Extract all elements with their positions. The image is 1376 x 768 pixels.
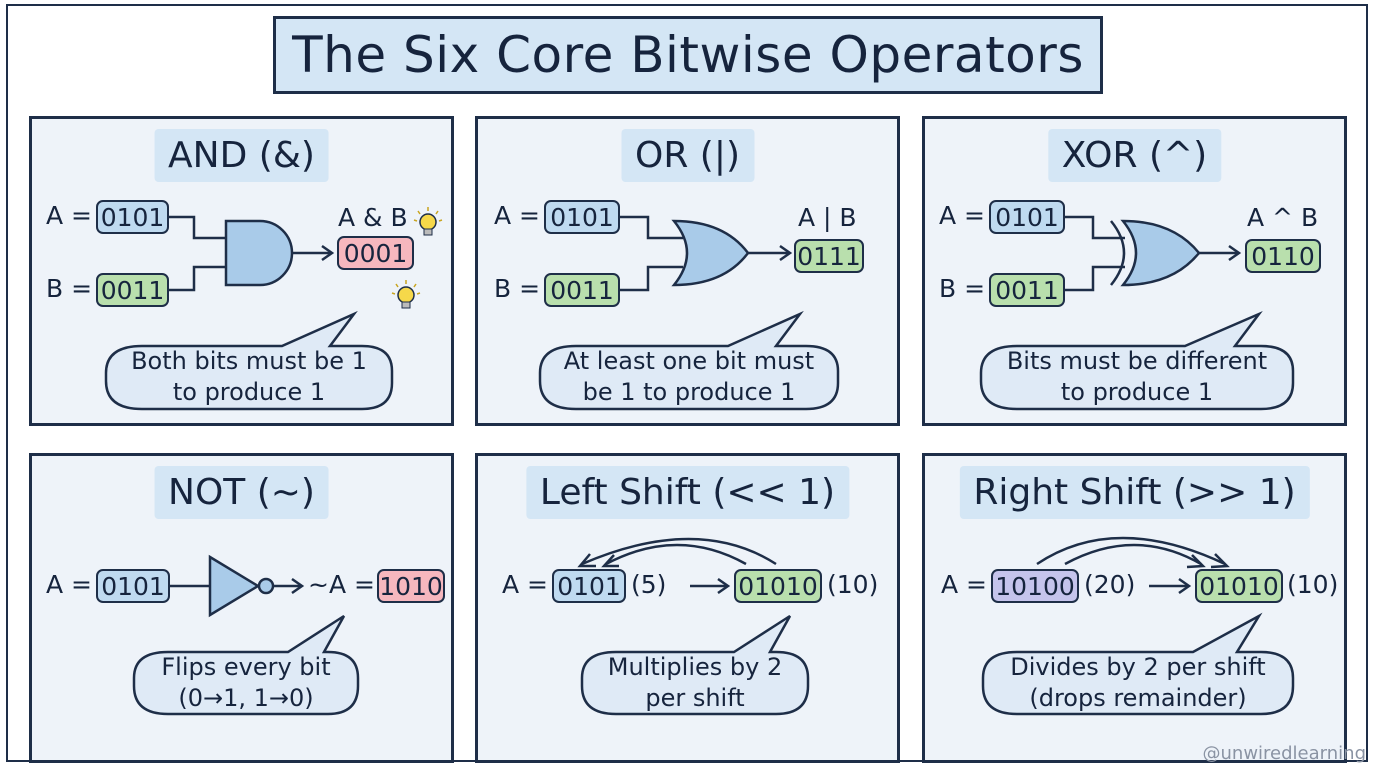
input-a-label: A = [46, 201, 92, 230]
input-a-label: A = [494, 201, 540, 230]
panel-left-shift: Left Shift (<< 1) A = 0101 (5) 01010 (10… [475, 453, 900, 763]
wire-b [169, 265, 226, 292]
bubble-right-shift [981, 612, 1295, 716]
lightbulb-icon [413, 207, 443, 236]
result-decimal: (10) [827, 570, 879, 599]
result-label: A & B [338, 203, 408, 232]
shift-arrow [605, 543, 747, 566]
wire-a [169, 215, 226, 240]
input-b-label: B = [939, 274, 986, 303]
result-value: 0111 [794, 239, 864, 273]
result-value: 0110 [1245, 239, 1321, 273]
input-a-value: 10100 [991, 569, 1079, 603]
bubble-xor [979, 310, 1295, 411]
input-a-value: 0101 [544, 200, 620, 234]
panel-xor: XOR (^) A = 0101 B = 0011 A ^ B 0110 Bit… [922, 116, 1347, 426]
description-xor: Bits must be different to produce 1 [1006, 347, 1268, 406]
result-decimal: (10) [1287, 570, 1339, 599]
input-a-value: 0101 [989, 200, 1065, 234]
input-a-label: A = [46, 570, 92, 599]
xor-extra-curve [1110, 220, 1126, 286]
panel-title-xor: XOR (^) [1047, 129, 1222, 182]
bubble-not [132, 614, 360, 716]
panel-and: AND (&) A = 0101 B = 0011 A & B 0001 Bot… [29, 116, 454, 426]
description-and: Both bits must be 1 to produce 1 [131, 347, 367, 406]
shift-arrow [1064, 543, 1202, 566]
description-not: Flips every bit (0→1, 1→0) [161, 653, 331, 712]
wire-b [1065, 265, 1125, 292]
input-a-value: 0101 [96, 569, 170, 603]
lightbulb-icon [391, 280, 421, 309]
input-a-label: A = [941, 570, 987, 599]
input-b-value: 0011 [989, 273, 1065, 307]
bubble-or [538, 310, 840, 411]
bubble-and [104, 310, 394, 411]
panel-title-or: OR (|) [620, 129, 755, 182]
right-shift-diagram [981, 536, 1295, 716]
page-title: The Six Core Bitwise Operators [273, 16, 1103, 94]
result-value: 1010 [377, 569, 445, 603]
panel-right-shift: Right Shift (>> 1) A = 10100 (20) 01010 … [922, 453, 1347, 763]
wire-a [620, 215, 683, 240]
left-shift-diagram [577, 537, 810, 716]
shift-arrow [1036, 536, 1226, 566]
wire-a [1065, 215, 1125, 240]
input-a-value: 0101 [552, 569, 626, 603]
description-or: At least one bit must be 1 to produce 1 [563, 347, 815, 406]
input-b-label: B = [46, 274, 93, 303]
input-a-label: A = [502, 570, 548, 599]
not-gate-shape [208, 554, 261, 618]
panel-title-not: NOT (~) [154, 466, 329, 519]
and-gate-shape [224, 219, 294, 287]
panel-title-right-shift: Right Shift (>> 1) [959, 466, 1310, 519]
or-diagram [538, 215, 840, 411]
panel-title-left-shift: Left Shift (<< 1) [525, 466, 850, 519]
watermark: @unwiredlearning [1202, 743, 1366, 764]
input-a-decimal: (20) [1084, 570, 1136, 599]
panel-not: NOT (~) A = 0101 ~A = 1010 Flips every b… [29, 453, 454, 763]
result-label: ~A = [308, 570, 375, 599]
input-b-value: 0011 [544, 273, 620, 307]
xor-gate-shape [1120, 219, 1201, 287]
input-b-label: B = [494, 274, 541, 303]
description-right-shift: Divides by 2 per shift (drops remainder) [1010, 653, 1266, 712]
or-gate-shape [671, 219, 750, 287]
result-value: 01010 [1195, 569, 1283, 603]
input-a-value: 0101 [96, 200, 169, 234]
and-diagram [104, 207, 443, 411]
not-diagram [132, 554, 360, 716]
panel-title-and: AND (&) [154, 129, 329, 182]
xor-diagram [979, 215, 1295, 411]
not-bubble [257, 577, 275, 595]
bubble-left-shift [580, 614, 810, 716]
panel-or: OR (|) A = 0101 B = 0011 A | B 0111 At l… [475, 116, 900, 426]
input-a-label: A = [939, 201, 985, 230]
result-label: A | B [798, 203, 857, 232]
input-a-decimal: (5) [631, 570, 667, 599]
result-value: 0001 [337, 236, 414, 270]
shift-arrow [581, 537, 777, 566]
wire-b [620, 265, 683, 292]
result-label: A ^ B [1247, 203, 1319, 232]
result-value: 01010 [734, 569, 822, 603]
input-b-value: 0011 [96, 273, 169, 307]
description-left-shift: Multiplies by 2 per shift [607, 653, 783, 712]
